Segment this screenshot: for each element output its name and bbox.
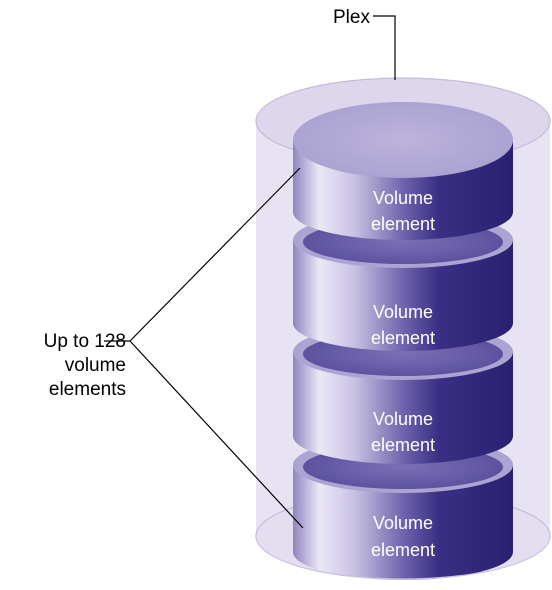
volume-count-label-line1: Up to 128: [44, 331, 126, 352]
plex-callout: Plex: [333, 7, 396, 80]
volume-count-callout: Up to 128 volume elements: [44, 167, 304, 529]
volume-count-label-line3: elements: [49, 379, 126, 400]
volume-count-leader-upper: [129, 167, 301, 342]
volume-element-4-line2: element: [371, 540, 435, 560]
volume-element-3-line2: element: [371, 435, 435, 455]
volume-element-4-side: [293, 465, 513, 580]
plex-label: Plex: [333, 7, 370, 28]
volume-element-2-line1: Volume: [373, 302, 433, 322]
volume-element-1-line2: element: [371, 214, 435, 234]
volume-count-leader-lower: [129, 340, 304, 529]
volume-count-label-line2: volume: [65, 355, 126, 376]
volume-element-4-line1: Volume: [373, 513, 433, 533]
volume-element-2-side: [293, 240, 513, 351]
volume-element-3-side: [293, 352, 513, 464]
volume-element-2-line2: element: [371, 328, 435, 348]
volume-element-1-top: [293, 102, 513, 178]
volume-element-1-line1: Volume: [373, 188, 433, 208]
plex-leader-line: [373, 15, 396, 80]
volume-element-1: Volume element: [293, 102, 513, 240]
volume-element-3-line1: Volume: [373, 409, 433, 429]
